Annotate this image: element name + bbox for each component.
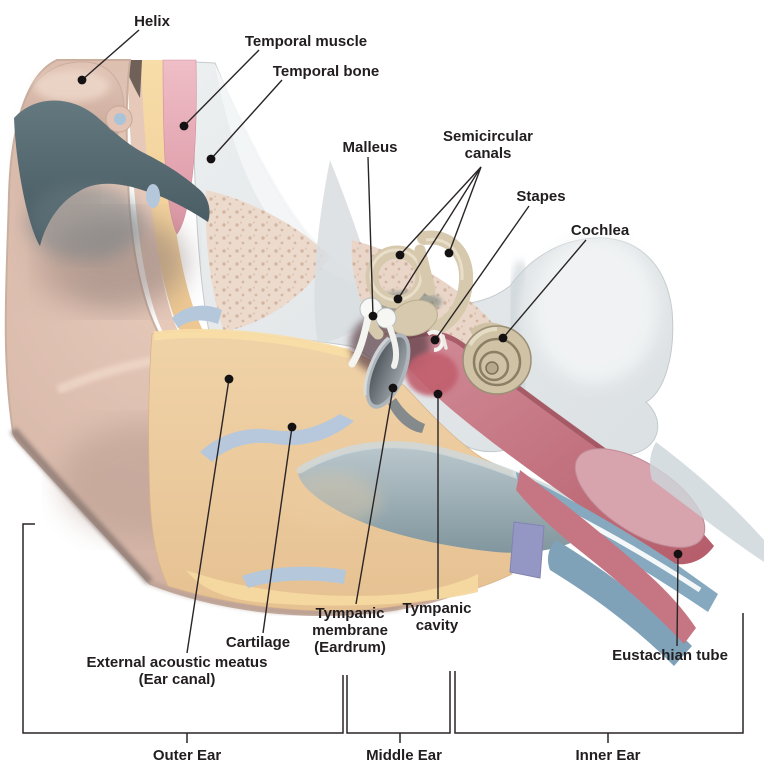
cochlea-highlight — [468, 327, 498, 347]
leader-line-external-acoustic-meatus — [186, 378, 230, 654]
malleus-handle — [348, 314, 372, 368]
anchor-dot-temporal-bone — [206, 154, 216, 164]
lobe-bottom-edge — [149, 580, 401, 616]
leader-line-temporal-muscle — [183, 49, 260, 127]
bracket-inner-ear — [454, 613, 744, 734]
stapes-footplate — [441, 334, 448, 350]
eardrum-ossicles — [348, 297, 448, 433]
anchor-dot-helix — [77, 75, 87, 85]
canal-posterior-highlight — [425, 238, 464, 281]
anchor-dot-malleus — [368, 311, 378, 321]
cochlea-turn-1 — [472, 337, 522, 387]
tympanic-cavity-region — [394, 329, 764, 666]
crus-cartilage-dot — [114, 113, 126, 125]
pinna-bottom-edge — [9, 427, 153, 585]
leader-line-helix — [81, 29, 140, 81]
anchor-dot-tympanic-membrane — [388, 383, 398, 393]
anchor-dot-cartilage — [287, 422, 297, 432]
anchor-dot-semicircular-canals — [393, 294, 403, 304]
helix-fold-shadow — [14, 100, 210, 246]
membrane-tail — [388, 398, 425, 433]
bracket-middle-ear — [346, 671, 451, 734]
common-crus — [414, 244, 436, 296]
lavender-strip — [509, 521, 545, 579]
canal-bottom-fat — [186, 570, 478, 606]
anchor-dot-eustachian-tube — [673, 549, 683, 559]
cartilage-piece-mid — [172, 305, 222, 328]
label-temporal-bone: Temporal bone — [273, 63, 379, 80]
fold-under-shade — [27, 184, 143, 260]
leader-line-stapes — [434, 205, 530, 341]
leader-line-semicircular-canals — [448, 166, 482, 254]
label-temporal-muscle: Temporal muscle — [245, 33, 367, 50]
region-label-middle-ear: Middle Ear — [366, 747, 442, 764]
leader-line-temporal-bone — [210, 79, 283, 160]
incus-body — [375, 307, 397, 329]
fat-layer-shape — [141, 60, 206, 338]
anchor-dot-external-acoustic-meatus — [224, 374, 234, 384]
label-external-acoustic-meatus: External acoustic meatus(Ear canal) — [87, 654, 268, 688]
cochlea-turn-2 — [478, 350, 510, 382]
membrane-highlight — [363, 336, 390, 396]
cartilage-piece-small — [146, 184, 160, 208]
anchor-dot-tympanic-cavity — [433, 389, 443, 399]
mastoid-highlight — [531, 236, 659, 384]
leader-line-semicircular-canals — [397, 166, 482, 300]
label-stapes: Stapes — [516, 188, 565, 205]
anchor-dot-semicircular-canals — [444, 248, 454, 258]
leader-line-semicircular-canals — [399, 166, 482, 256]
leader-line-eustachian-tube — [676, 553, 679, 647]
region-label-outer-ear: Outer Ear — [153, 747, 222, 764]
label-malleus: Malleus — [342, 139, 397, 156]
label-cartilage: Cartilage — [226, 634, 290, 651]
anchor-dot-stapes — [430, 335, 440, 345]
cochlea-apex — [485, 361, 499, 375]
anchor-dot-cochlea — [498, 333, 508, 343]
leader-line-malleus — [367, 156, 374, 317]
anchor-dot-semicircular-canals — [395, 250, 405, 260]
label-eustachian-tube: Eustachian tube — [612, 647, 728, 664]
region-label-inner-ear: Inner Ear — [575, 747, 640, 764]
canal-floor-rim — [296, 441, 604, 518]
anchor-dot-temporal-muscle — [179, 121, 189, 131]
label-helix: Helix — [134, 13, 171, 30]
eustachian-tube-shape — [516, 470, 696, 644]
cavity-bright-patch — [406, 352, 458, 396]
floor-tan-blend — [280, 472, 380, 528]
canal-top-rim — [153, 328, 352, 359]
bracket-outer-ear — [22, 523, 344, 734]
leader-line-tympanic-membrane — [355, 387, 394, 605]
cartilage-piece-bottom — [242, 566, 346, 588]
leader-line-cochlea — [502, 239, 587, 339]
label-cochlea: Cochlea — [571, 222, 630, 239]
skin-lining-strip — [128, 60, 182, 338]
spongy-bone-left-speckles — [205, 190, 330, 332]
bone-tail-wedge — [649, 442, 764, 562]
incus-process — [387, 325, 400, 369]
cartilage-strip-main — [200, 414, 354, 462]
dome-highlight — [34, 70, 110, 102]
leader-line-cartilage — [262, 426, 293, 634]
eustachian-blue-lower — [548, 540, 692, 666]
